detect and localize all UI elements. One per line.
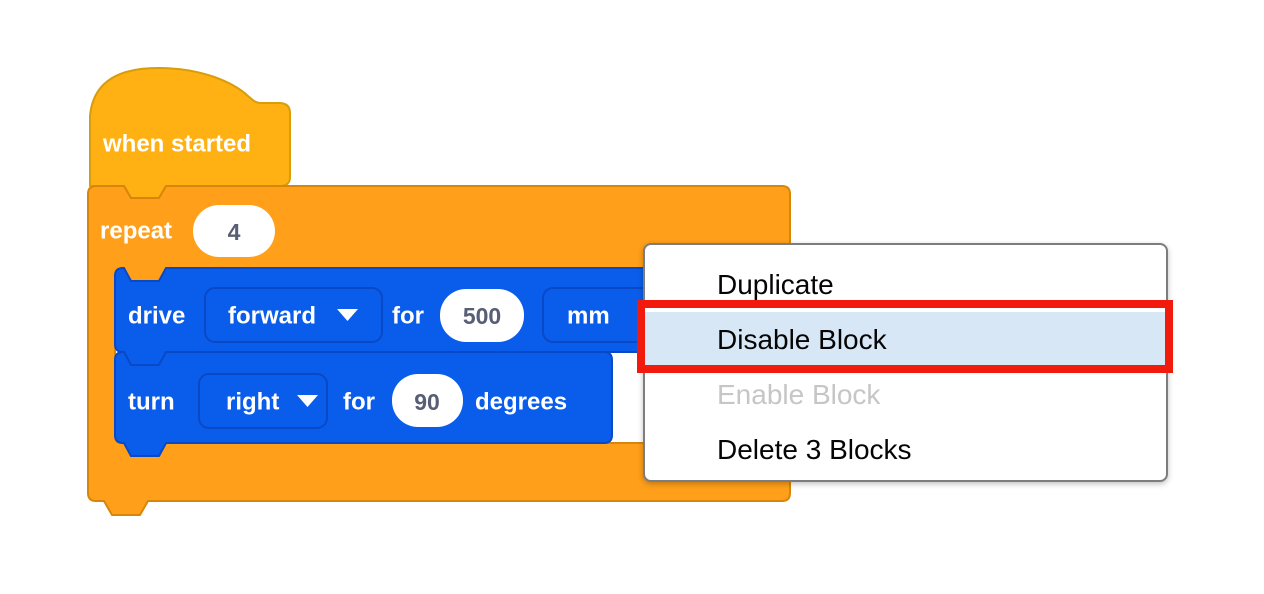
turn-angle-value: 90	[414, 389, 440, 415]
drive-verb-label: drive	[128, 303, 185, 330]
menu-item-enable-block: Enable Block	[717, 379, 881, 410]
dropdown-arrow-icon	[297, 395, 318, 407]
menu-item-disable-block[interactable]: Disable Block	[645, 312, 1166, 367]
turn-direction-value: right	[226, 389, 279, 416]
drive-direction-dropdown[interactable]	[204, 287, 383, 343]
turn-degrees-label: degrees	[475, 389, 567, 416]
repeat-count-input[interactable]	[193, 205, 275, 257]
turn-direction-dropdown[interactable]	[198, 373, 328, 429]
turn-block[interactable]	[114, 351, 613, 457]
menu-item-delete-blocks[interactable]: Delete 3 Blocks	[717, 434, 912, 465]
drive-direction-value: forward	[228, 303, 316, 330]
turn-verb-label: turn	[128, 389, 175, 416]
drive-unit-value: mm	[567, 303, 610, 330]
turn-angle-input[interactable]	[392, 374, 463, 427]
dropdown-arrow-icon	[337, 309, 358, 321]
when-started-label: when started	[102, 131, 251, 158]
drive-for-label: for	[392, 303, 424, 330]
menu-item-duplicate[interactable]: Duplicate	[717, 269, 834, 300]
drive-distance-input[interactable]	[440, 289, 524, 342]
turn-for-label: for	[343, 389, 375, 416]
when-started-block[interactable]	[89, 67, 291, 199]
repeat-count-value: 4	[228, 219, 241, 245]
drive-distance-value: 500	[463, 303, 501, 329]
context-menu: Duplicate Disable Block Enable Block Del…	[643, 243, 1168, 482]
repeat-label: repeat	[100, 218, 172, 245]
